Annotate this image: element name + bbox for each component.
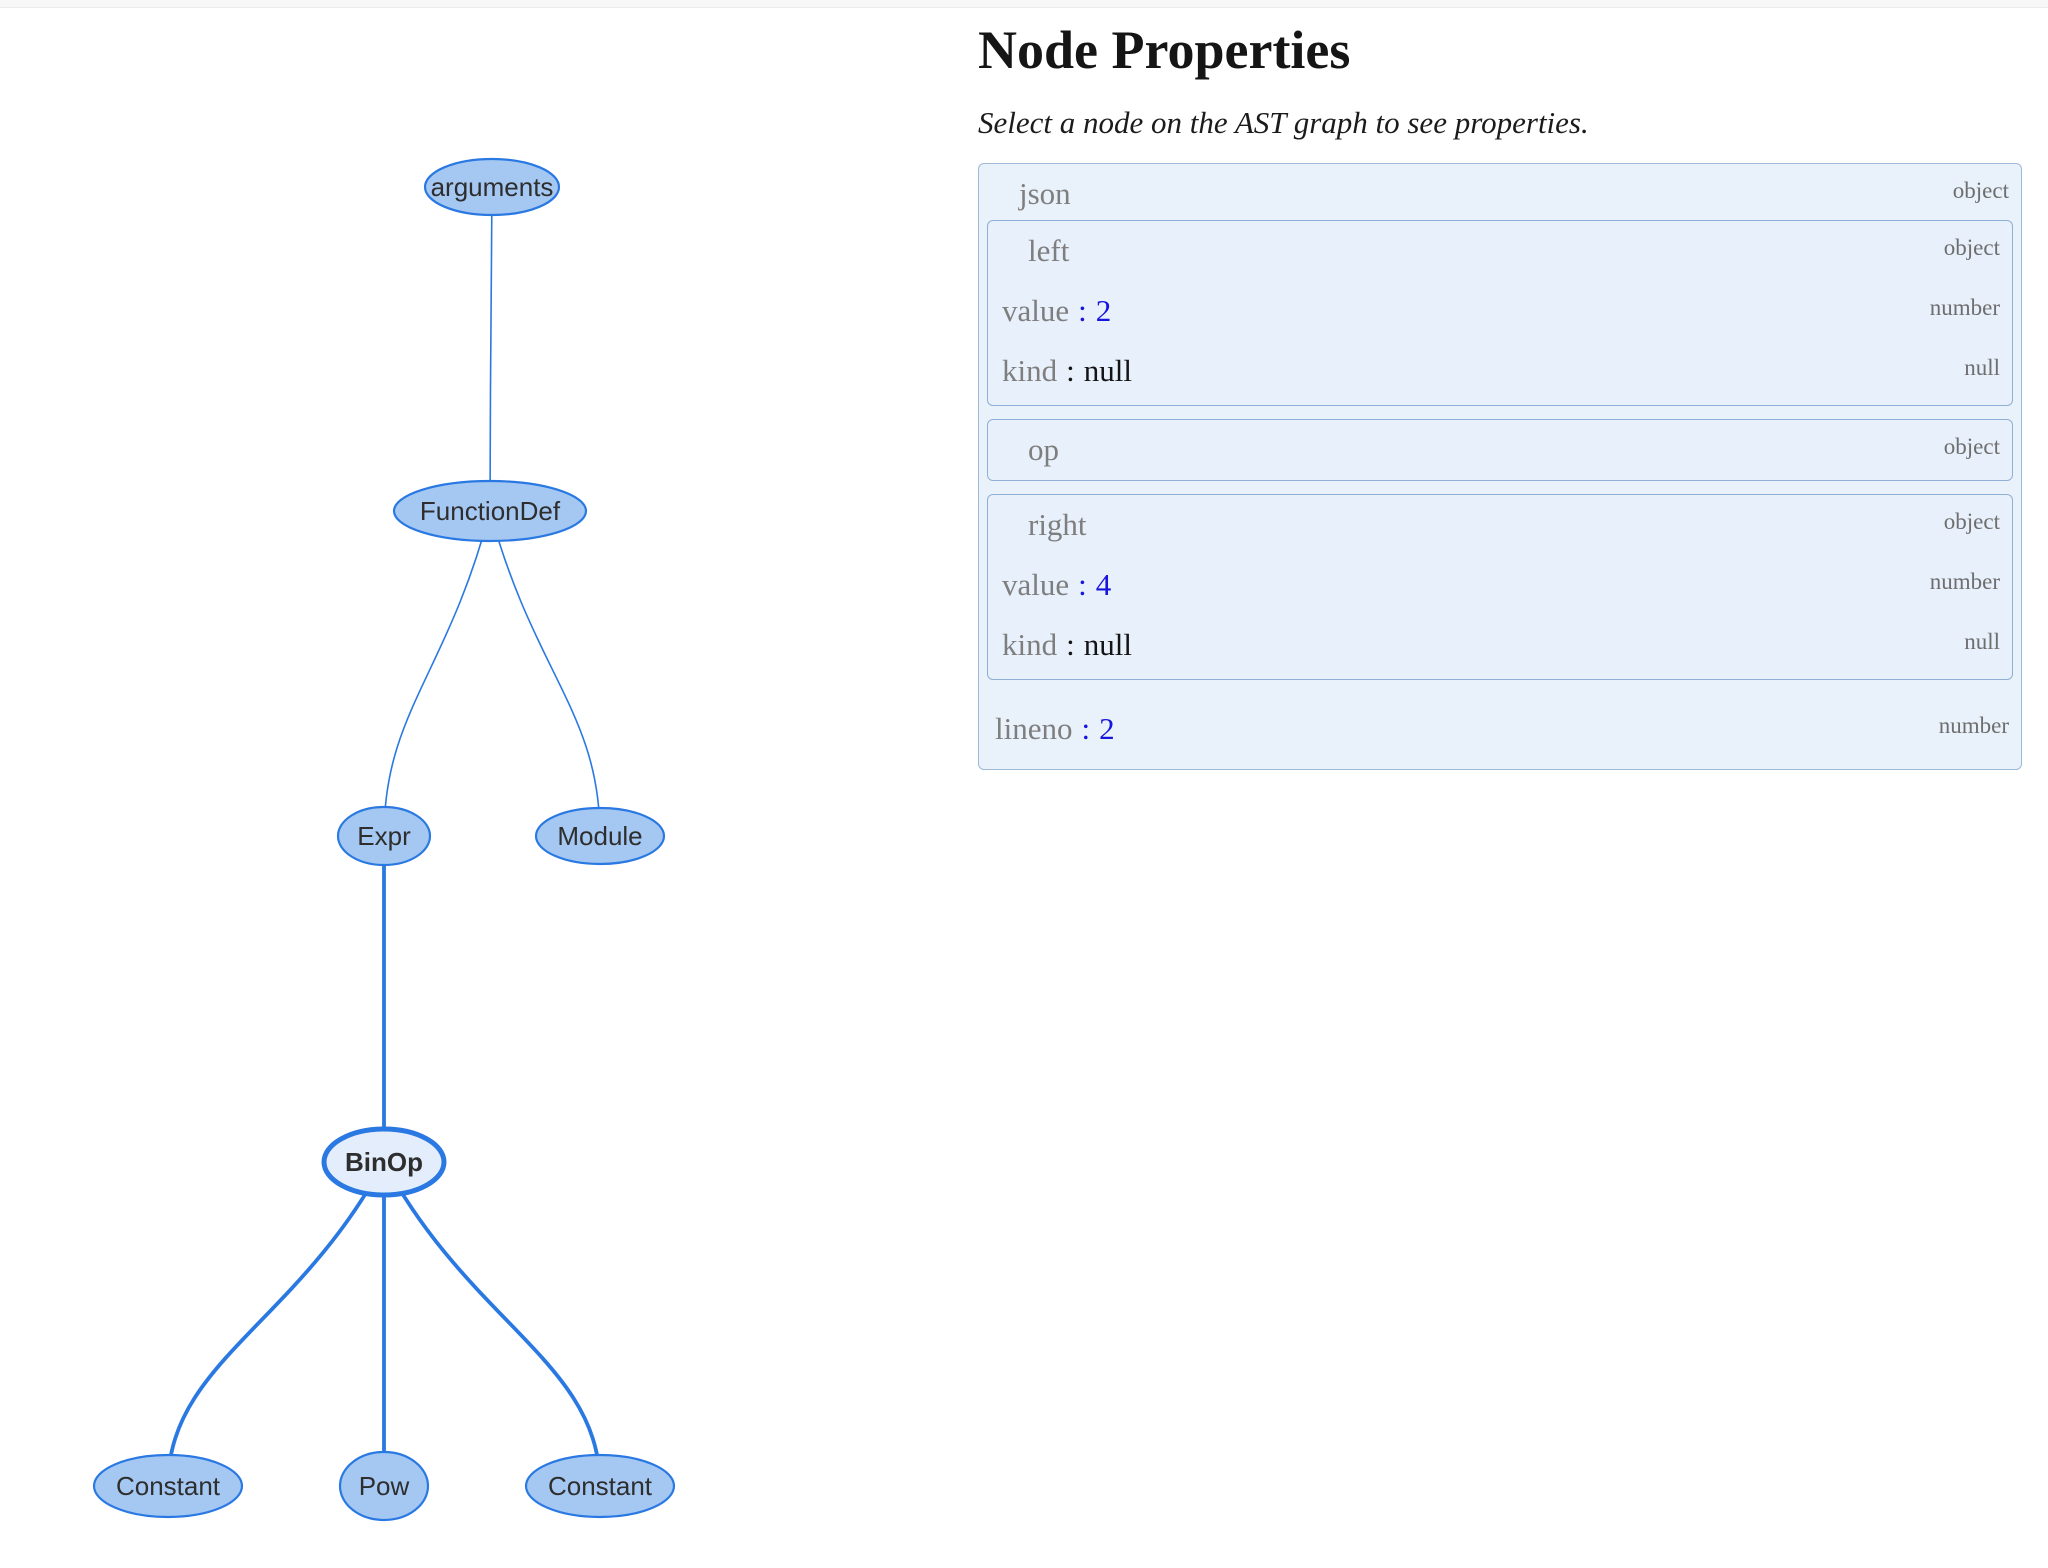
node-ellipse-binop[interactable] — [321, 1126, 447, 1198]
node-ellipse-constant-left[interactable] — [92, 1453, 244, 1519]
right-value-row: value : 4 number — [988, 553, 2012, 613]
right-key: right — [1028, 507, 1087, 543]
op-header-row: op object — [988, 420, 2012, 478]
kind-type: null — [1964, 355, 2000, 381]
lineno-value: 2 — [1099, 711, 1115, 747]
lineno-row: lineno : 2 number — [979, 693, 2021, 767]
edge-binop-constant-left — [166, 1161, 386, 1487]
left-type: object — [1943, 235, 2000, 261]
left-header-row: left object — [988, 221, 2012, 279]
kind-key: kind — [1002, 353, 1058, 389]
colon-separator: : — [1066, 627, 1075, 663]
json-root-type: object — [1952, 178, 2009, 204]
node-ellipse-expr[interactable] — [336, 805, 432, 867]
page-title: Node Properties — [978, 20, 1351, 80]
op-key: op — [1028, 432, 1059, 468]
value-key: value — [1002, 293, 1070, 329]
right-object-box: right object value : 4 number kind : nul… — [987, 494, 2013, 681]
json-root-row: json object — [979, 164, 2021, 220]
kind-value: null — [1083, 353, 1132, 389]
ast-node-module[interactable]: Module — [534, 806, 666, 866]
ast-node-constant-left[interactable]: Constant — [92, 1453, 244, 1519]
kind-key: kind — [1002, 627, 1058, 663]
json-root-key: json — [1019, 176, 1071, 212]
node-ellipse-module[interactable] — [534, 806, 666, 866]
ast-node-expr[interactable]: Expr — [336, 805, 432, 867]
node-label-constant-left: Constant — [116, 1471, 221, 1501]
top-bar — [0, 0, 2048, 8]
value-number: 4 — [1095, 567, 1112, 603]
node-label-expr: Expr — [357, 821, 411, 851]
json-tree-panel: json object left object value : 2 number… — [978, 163, 2022, 771]
node-label-functiondef: FunctionDef — [420, 496, 561, 526]
colon-separator: : — [1066, 353, 1075, 389]
node-label-pow: Pow — [359, 1471, 410, 1501]
node-label-arguments: arguments — [431, 172, 554, 202]
lineno-key: lineno — [995, 711, 1073, 747]
colon-separator: : — [1078, 567, 1087, 603]
node-ellipse-constant-right[interactable] — [524, 1453, 676, 1519]
value-key: value — [1002, 567, 1070, 603]
kind-value: null — [1083, 627, 1132, 663]
node-label-constant-right: Constant — [548, 1471, 653, 1501]
left-object-box: left object value : 2 number kind : null… — [987, 220, 2013, 407]
left-key: left — [1028, 233, 1070, 269]
value-type: number — [1929, 295, 2000, 321]
lineno-type: number — [1938, 713, 2009, 739]
node-ellipse-arguments[interactable] — [423, 157, 561, 217]
node-label-module: Module — [557, 821, 642, 851]
properties-pane: Node Properties Select a node on the AST… — [978, 9, 2022, 771]
ast-node-arguments[interactable]: arguments — [423, 157, 561, 217]
right-header-row: right object — [988, 495, 2012, 553]
edge-functiondef-module — [489, 510, 601, 837]
instruction-text: Select a node on the AST graph to see pr… — [978, 105, 1589, 141]
right-kind-row: kind : null null — [988, 613, 2012, 673]
kind-type: null — [1964, 629, 2000, 655]
left-kind-row: kind : null null — [988, 339, 2012, 399]
node-ellipse-functiondef[interactable] — [392, 479, 588, 543]
ast-node-pow[interactable]: Pow — [338, 1450, 430, 1522]
ast-node-binop[interactable]: BinOp — [321, 1126, 447, 1198]
op-object-box: op object — [987, 419, 2013, 482]
left-value-row: value : 2 number — [988, 279, 2012, 339]
node-label-binop: BinOp — [345, 1147, 423, 1177]
edge-arguments-functiondef — [489, 186, 493, 512]
colon-separator: : — [1078, 293, 1087, 329]
node-ellipse-pow[interactable] — [338, 1450, 430, 1522]
op-type: object — [1943, 434, 2000, 460]
colon-separator: : — [1081, 711, 1091, 747]
ast-node-constant-right[interactable]: Constant — [524, 1453, 676, 1519]
edge-functiondef-expr — [383, 510, 491, 837]
edge-binop-constant-right — [382, 1161, 602, 1487]
right-type: object — [1943, 509, 2000, 535]
value-type: number — [1929, 569, 2000, 595]
ast-node-functiondef[interactable]: FunctionDef — [392, 479, 588, 543]
value-number: 2 — [1095, 293, 1112, 329]
